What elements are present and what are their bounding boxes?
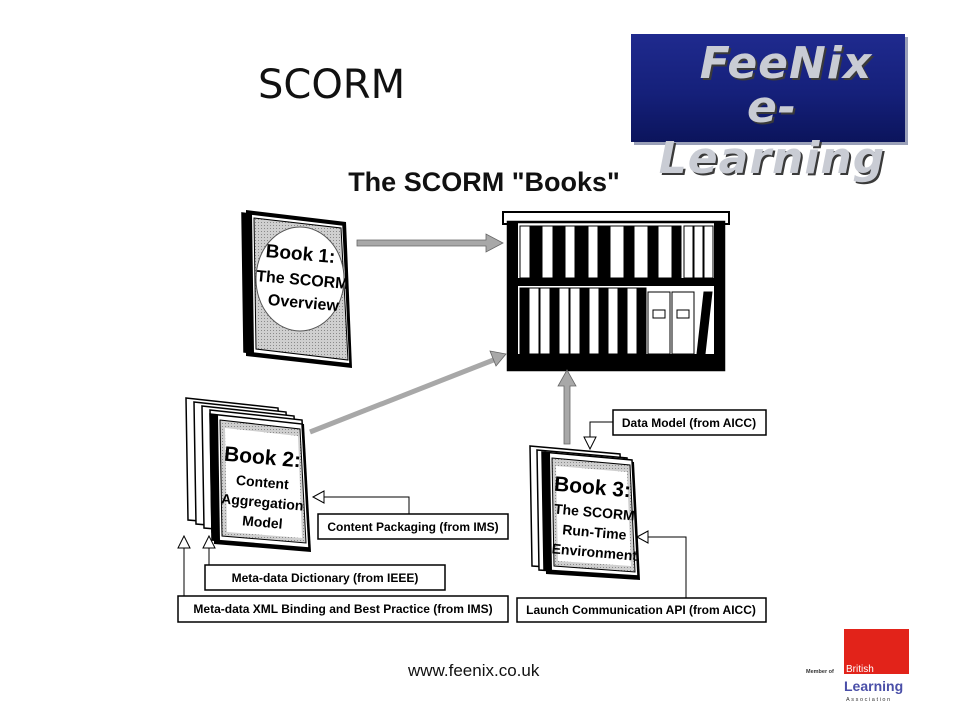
- book-1-line-3: Overview: [267, 292, 340, 315]
- label-metadata-dictionary-text: Meta-data Dictionary (from IEEE): [232, 571, 419, 585]
- feenix-logo: FeeNix e-Learning: [631, 34, 905, 184]
- connector-lines: [177, 421, 687, 598]
- label-launch-api: Launch Communication API (from AICC): [516, 597, 767, 623]
- label-metadata-xml-text: Meta-data XML Binding and Best Practice …: [193, 602, 492, 616]
- logo-line-1: FeeNix: [699, 38, 873, 89]
- badge-learning: Learning: [844, 678, 903, 694]
- book-2: Book 2: Content Aggregation Model: [185, 397, 311, 552]
- book-3-line-4: Environment: [551, 540, 638, 563]
- book-2-line-3: Aggregation: [221, 490, 305, 513]
- arrow-book2-to-bookcase: [309, 350, 507, 435]
- label-content-packaging: Content Packaging (from IMS): [317, 513, 509, 540]
- book-1: Book 1: The SCORM Overview: [241, 210, 352, 368]
- book-3-line-3: Run-Time: [562, 521, 628, 543]
- label-data-model-text: Data Model (from AICC): [622, 416, 756, 430]
- badge-red-square: [844, 629, 909, 674]
- label-launch-api-text: Launch Communication API (from AICC): [526, 603, 756, 617]
- footer-url: www.feenix.co.uk: [408, 661, 540, 680]
- bookcase: [502, 211, 730, 372]
- label-content-packaging-text: Content Packaging (from IMS): [327, 520, 498, 534]
- arrow-book3-to-bookcase: [557, 369, 577, 445]
- book-3: Book 3: The SCORM Run-Time Environment: [529, 445, 640, 580]
- arrow-book1-to-bookcase: [356, 233, 504, 253]
- badge-british: British: [846, 664, 874, 675]
- diagram-heading: The SCORM "Books": [348, 167, 620, 197]
- book-3-line-2: The SCORM: [553, 501, 635, 524]
- badge-member-of: Member of: [806, 669, 834, 675]
- british-learning-association-badge: Member of British Learning Association: [806, 629, 909, 703]
- label-metadata-dictionary: Meta-data Dictionary (from IEEE): [204, 564, 446, 591]
- book-2-line-4: Model: [242, 512, 284, 531]
- label-data-model: Data Model (from AICC): [612, 409, 767, 436]
- label-metadata-xml: Meta-data XML Binding and Best Practice …: [177, 595, 509, 623]
- badge-association: Association: [846, 697, 892, 703]
- slide-title: SCORM: [258, 62, 406, 108]
- book-2-line-2: Content: [235, 472, 289, 493]
- logo-line-2: e-Learning: [658, 82, 886, 184]
